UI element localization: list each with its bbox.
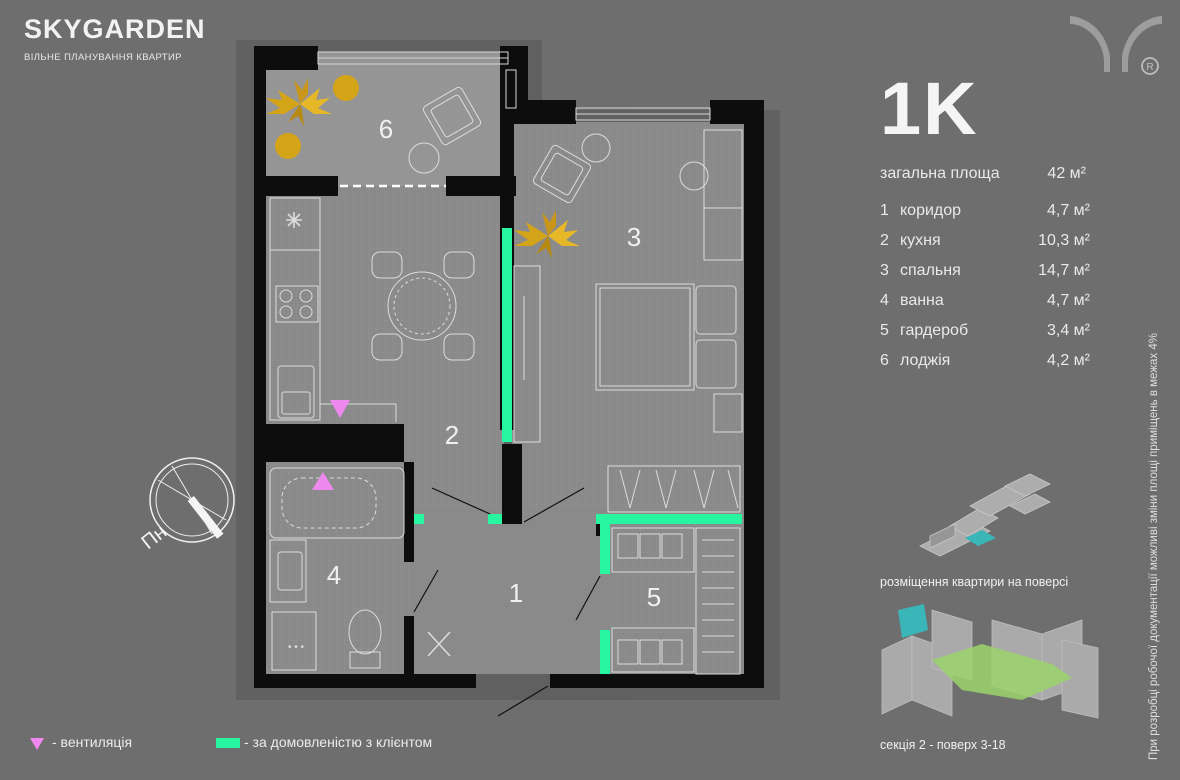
door-swings	[413, 487, 601, 717]
room-row: 6 лоджія 4,2 м²	[880, 352, 1090, 382]
apartment-highlight	[965, 530, 996, 546]
skygarden-logo-icon: R	[1070, 16, 1162, 75]
triangle-down-icon	[30, 738, 44, 750]
plant-icon	[514, 210, 580, 258]
section-caption: секція 2 - поверх 3-18	[880, 738, 1006, 752]
room-number-2: 2	[445, 420, 459, 450]
apartment-type: 1K	[880, 67, 979, 150]
room-name: коридор	[900, 202, 962, 219]
ventilation-marker-icon	[312, 472, 334, 490]
ventilation-marker-icon	[330, 400, 350, 418]
total-area-label: загальна площа	[880, 165, 1000, 182]
room-number-3: 3	[627, 222, 641, 252]
brand-title: SKYGARDEN	[24, 14, 206, 44]
room-num: 4	[880, 292, 889, 309]
room-num: 1	[880, 202, 889, 219]
room-row: 2 кухня 10,3 м²	[880, 232, 1090, 262]
room-name: кухня	[900, 232, 941, 249]
floor-plan: • • •	[30, 40, 780, 750]
plant-pot-icon	[275, 133, 301, 159]
room-area: 4,2 м²	[1046, 352, 1090, 369]
brand-subtitle: ВІЛЬНЕ ПЛАНУВАННЯ КВАРТИР	[24, 52, 182, 63]
windows	[317, 51, 711, 121]
room-name: гардероб	[900, 322, 969, 339]
room-list: 1 коридор 4,7 м² 2 кухня 10,3 м² 3 спаль…	[880, 202, 1090, 382]
room-number-6: 6	[379, 114, 393, 144]
room-area: 14,7 м²	[1038, 262, 1090, 279]
section-highlight	[932, 644, 1072, 700]
room-num: 6	[880, 352, 889, 369]
room-number-1: 1	[509, 578, 523, 608]
floor-location-caption: розміщення квартири на поверсі	[880, 575, 1069, 589]
room-row: 3 спальня 14,7 м²	[880, 262, 1090, 292]
room-name: лоджія	[900, 352, 951, 369]
room-row: 1 коридор 4,7 м²	[880, 202, 1090, 232]
room-number-5: 5	[647, 582, 661, 612]
room-row: 5 гардероб 3,4 м²	[880, 322, 1090, 352]
floor-location-thumbnail	[919, 473, 1051, 557]
room-name: ванна	[900, 292, 944, 309]
agreement-walls	[414, 228, 742, 674]
green-bar-icon	[216, 738, 240, 748]
room-num: 5	[880, 322, 889, 339]
plant-icon	[266, 78, 332, 126]
walls	[254, 46, 764, 688]
total-area-row: загальна площа 42 м²	[880, 165, 1086, 183]
registered-icon	[1141, 57, 1159, 75]
furniture: • • •	[269, 86, 743, 675]
plant-icons	[266, 75, 580, 258]
legend-ventilation: - вентиляція	[52, 734, 133, 750]
room-area: 10,3 м²	[1038, 232, 1090, 249]
legend-agreement: - за домовленістю з клієнтом	[244, 734, 433, 750]
room-name: спальня	[900, 262, 961, 279]
room-row: 4 ванна 4,7 м²	[880, 292, 1090, 322]
svg-text:• • •: • • •	[288, 642, 305, 653]
svg-text:R: R	[1146, 62, 1153, 73]
section-thumbnail	[881, 604, 1099, 719]
room-num: 2	[880, 232, 889, 249]
disclaimer: При розробці робочої документації можлив…	[1148, 333, 1160, 760]
apartment-highlight	[898, 604, 928, 638]
room-area: 3,4 м²	[1046, 322, 1090, 339]
compass-label: Пн	[138, 521, 172, 554]
plant-pot-icon	[333, 75, 359, 101]
room-area: 4,7 м²	[1046, 202, 1090, 219]
room-number-4: 4	[327, 560, 341, 590]
total-area-value: 42 м²	[1047, 165, 1086, 182]
room-area: 4,7 м²	[1046, 292, 1090, 309]
room-num: 3	[880, 262, 889, 279]
compass-icon: Пн	[138, 457, 235, 554]
